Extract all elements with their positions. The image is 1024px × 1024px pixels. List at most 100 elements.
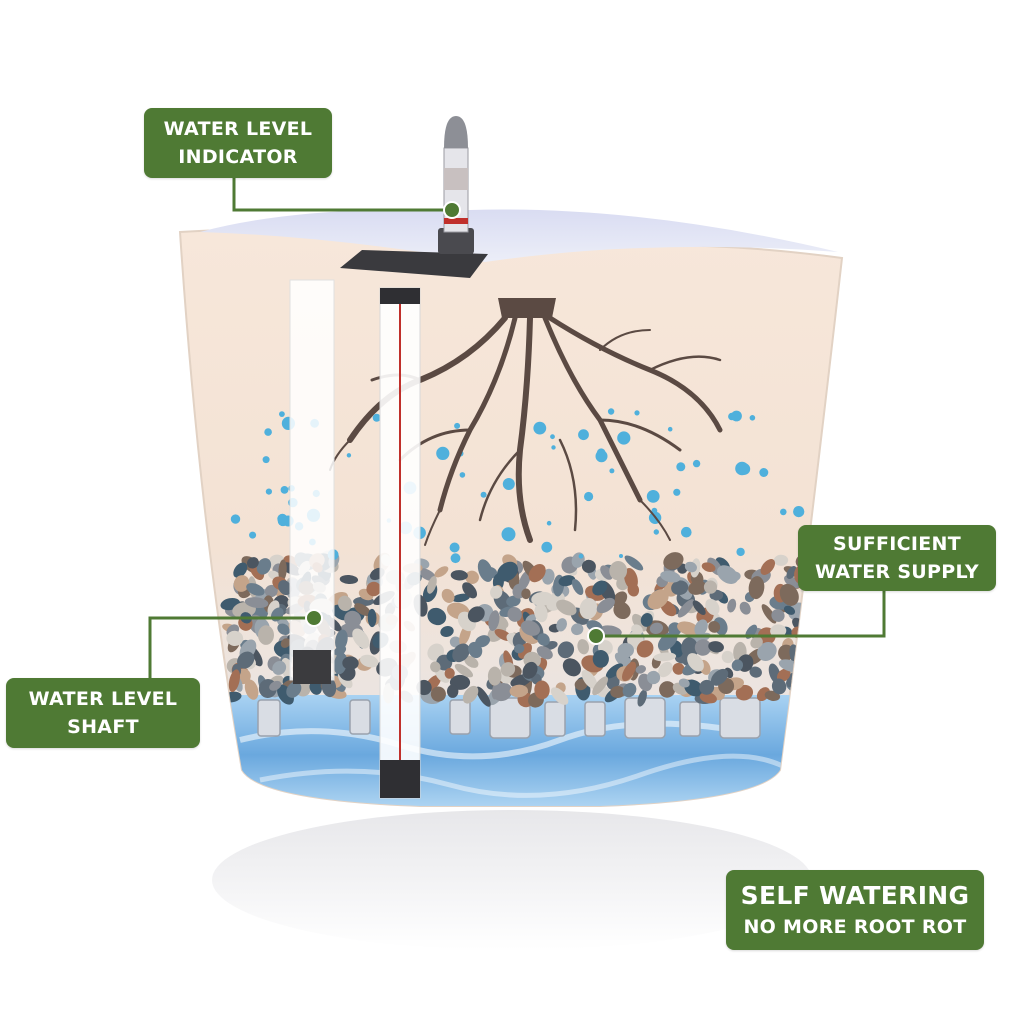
gravel-stone [721, 650, 734, 664]
gravel-stone [592, 676, 608, 696]
water-droplet [551, 445, 556, 450]
water-droplet [454, 422, 461, 429]
gravel-stone [430, 661, 441, 673]
water-droplet [279, 411, 285, 417]
water-droplet [681, 526, 692, 538]
water-droplet [578, 553, 584, 559]
gravel-stone [430, 686, 446, 702]
water-droplet [595, 450, 608, 463]
water-droplet [230, 514, 241, 524]
gravel-stone [521, 588, 531, 600]
gravel-stone [627, 583, 640, 597]
pot-rim [200, 209, 838, 262]
gravel-stone [749, 666, 762, 678]
gravel-stone [278, 580, 292, 596]
water-level-shaft-line-2: SHAFT [67, 716, 139, 738]
water-level-indicator-line-1: WATER LEVEL [163, 118, 313, 140]
gravel-stone [337, 595, 352, 612]
gravel-stone [534, 603, 548, 623]
gravel-stone [558, 575, 576, 587]
gravel-stone [497, 561, 518, 582]
gravel-stone [367, 608, 377, 628]
gravel-stone [507, 606, 522, 622]
gravel-stone [635, 665, 646, 674]
gravel-stone [694, 639, 712, 656]
self-watering-label: SELF WATERING NO MORE ROOT ROT [726, 870, 984, 950]
gravel-stone [450, 570, 468, 581]
gravel-stone [624, 555, 644, 571]
gravel-stone [244, 679, 259, 700]
indicator-pointer-dot [443, 201, 461, 219]
water-droplet [584, 491, 594, 502]
gravel-stone [477, 559, 493, 582]
gravel-stone [233, 575, 250, 592]
gravel-stone [735, 684, 754, 701]
gravel-stone [464, 655, 479, 668]
water-droplet [759, 468, 769, 477]
gravel-stone [622, 682, 637, 698]
gravel-stone [750, 636, 763, 649]
water-droplet [780, 508, 787, 516]
water-droplet [533, 421, 547, 435]
water-droplet [735, 461, 749, 476]
water-droplet [617, 431, 631, 445]
gravel-stone [557, 641, 575, 659]
gravel-stone [339, 574, 359, 585]
gravel-stone [631, 624, 643, 635]
gravel-stone [440, 625, 454, 638]
water-droplet [502, 478, 515, 490]
gravel-stone [581, 559, 596, 574]
water-droplet [449, 542, 460, 553]
gravel-stone [246, 583, 265, 596]
water-droplet [541, 541, 553, 553]
gravel-stone [776, 668, 791, 682]
gravel-stone [454, 663, 474, 678]
sufficient-water-supply-line-2: WATER SUPPLY [815, 561, 979, 583]
gravel-stone [426, 576, 437, 594]
water-droplet [667, 426, 673, 432]
gravel-stone [518, 570, 531, 591]
gravel-stone [797, 682, 813, 700]
gravel-stone [233, 562, 248, 578]
gravel-stone [487, 666, 502, 686]
gravel-stone [278, 559, 287, 582]
gravel-stone [514, 644, 525, 654]
water-droplet [676, 462, 686, 472]
gravel-stone [658, 661, 673, 678]
gravel-stone [226, 630, 244, 647]
gravel-stone [467, 606, 485, 623]
gravel-stone [773, 554, 789, 566]
water-droplet [736, 547, 745, 557]
water-droplet [280, 486, 289, 494]
floor-shadow [212, 810, 812, 950]
water-level-shaft-line-1: WATER LEVEL [28, 688, 178, 710]
water-level-indicator-device [340, 116, 488, 278]
gravel-stone [731, 659, 744, 672]
gravel-stone [703, 580, 718, 594]
gravel-stone [244, 597, 269, 609]
water-droplet [646, 490, 660, 503]
self-watering-title: SELF WATERING [740, 881, 970, 910]
water-droplet [480, 491, 487, 498]
gravel-stone [257, 625, 275, 645]
gravel-stone [610, 685, 626, 699]
supply-pointer-dot [587, 627, 605, 645]
gravel-stone [500, 662, 516, 677]
supply-leader-line [596, 590, 886, 638]
gravel-stone [488, 610, 500, 631]
gravel-stone [264, 584, 278, 598]
water-droplet [501, 527, 516, 542]
water-droplet [546, 520, 552, 526]
gravel-stone [701, 562, 716, 573]
gravel-stone [342, 656, 359, 670]
gravel-stone [354, 603, 371, 617]
gravel-stone [688, 580, 707, 595]
gravel-stone [435, 669, 450, 683]
gravel-stone [451, 593, 470, 603]
gravel-stone [531, 591, 554, 606]
gravel-stone [678, 678, 690, 688]
gravel-stone [727, 598, 737, 613]
gravel-stone [447, 684, 459, 698]
gravel-stone [335, 629, 348, 651]
water-droplet [578, 429, 589, 441]
